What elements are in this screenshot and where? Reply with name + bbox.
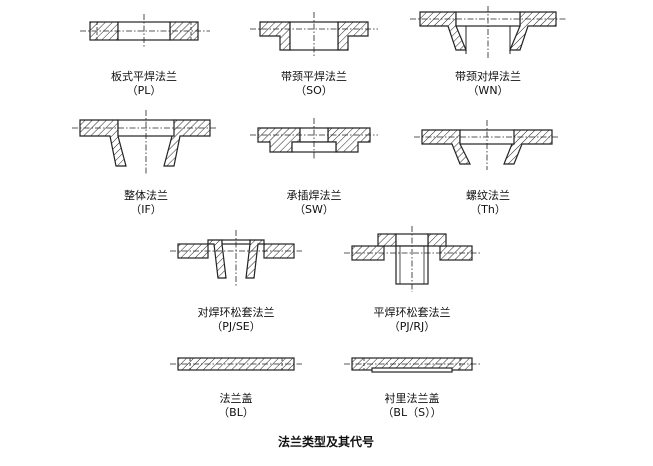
- flange-pl-code: （PL）: [127, 84, 162, 97]
- flange-th-name: 螺纹法兰: [466, 188, 510, 202]
- flange-pl-drawing: [80, 14, 210, 48]
- flange-sw-drawing: [250, 118, 378, 160]
- flange-wn-code: （WN）: [467, 84, 508, 97]
- flange-pjse-name: 对焊环松套法兰: [198, 305, 275, 319]
- flange-bls-code: （BL（S））: [382, 406, 441, 419]
- flange-if-drawing: [72, 110, 218, 174]
- flange-sw-code: （SW）: [294, 203, 334, 216]
- flange-if-code: （IF）: [130, 203, 162, 216]
- flange-pjrj-code: （PJ/RJ）: [389, 320, 435, 333]
- flange-pjrj-name: 平焊环松套法兰: [374, 305, 451, 319]
- flange-pl-name: 板式平焊法兰: [111, 69, 177, 83]
- flange-sw-name: 承插焊法兰: [287, 188, 342, 202]
- flange-if-name: 整体法兰: [124, 188, 168, 202]
- flange-pjse-code: （PJ/SE）: [211, 320, 261, 333]
- flange-th-code: （Th）: [470, 203, 506, 216]
- flange-bl-code: （BL）: [218, 406, 254, 419]
- flange-pjrj-drawing: [344, 226, 480, 292]
- flange-bls-drawing: [344, 357, 480, 373]
- flange-bl-drawing: [170, 357, 302, 371]
- flange-so-drawing: [250, 12, 378, 58]
- flange-so-name: 带颈平焊法兰: [281, 69, 347, 83]
- flange-wn-name: 带颈对焊法兰: [455, 69, 521, 83]
- flange-bl-name: 法兰盖: [220, 391, 253, 405]
- flange-th-drawing: [414, 120, 560, 170]
- figure-caption: 法兰类型及其代号: [278, 434, 374, 449]
- flange-wn-drawing: [410, 6, 566, 60]
- flange-pjse-drawing: [170, 230, 302, 286]
- flange-so-code: （SO）: [295, 84, 333, 97]
- flange-bls-name: 衬里法兰盖: [385, 391, 440, 405]
